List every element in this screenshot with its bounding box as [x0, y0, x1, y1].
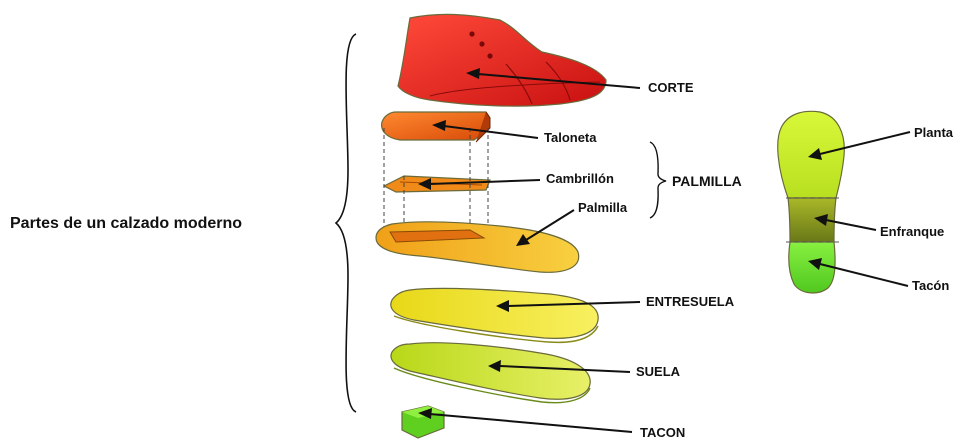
- planta-label: Planta: [914, 125, 954, 140]
- palmilla-label: Palmilla: [578, 200, 628, 215]
- suela-label: SUELA: [636, 364, 681, 379]
- palmilla-group-label: PALMILLA: [672, 173, 742, 189]
- tacon-part: [402, 406, 444, 438]
- tacon-label: TACON: [640, 425, 685, 440]
- tacon-zone: [789, 242, 835, 293]
- taloneta-label: Taloneta: [544, 130, 597, 145]
- suela-part: [391, 343, 590, 403]
- corte-part: [398, 14, 606, 106]
- taloneta-part: [382, 112, 490, 142]
- corte-label: CORTE: [648, 80, 694, 95]
- tacon-zone-label: Tacón: [912, 278, 949, 293]
- palmilla-brace: [650, 142, 666, 218]
- cambrillon-label: Cambrillón: [546, 171, 614, 186]
- main-label: Partes de un calzado moderno: [10, 215, 242, 232]
- tacon-arrow: [418, 408, 632, 432]
- sole-zones-figure: [778, 111, 845, 293]
- palmilla-part: [376, 222, 579, 272]
- entresuela-label: ENTRESUELA: [646, 294, 735, 309]
- entresuela-part: [391, 288, 598, 342]
- enfranque-label: Enfranque: [880, 224, 944, 239]
- main-brace: [336, 34, 356, 412]
